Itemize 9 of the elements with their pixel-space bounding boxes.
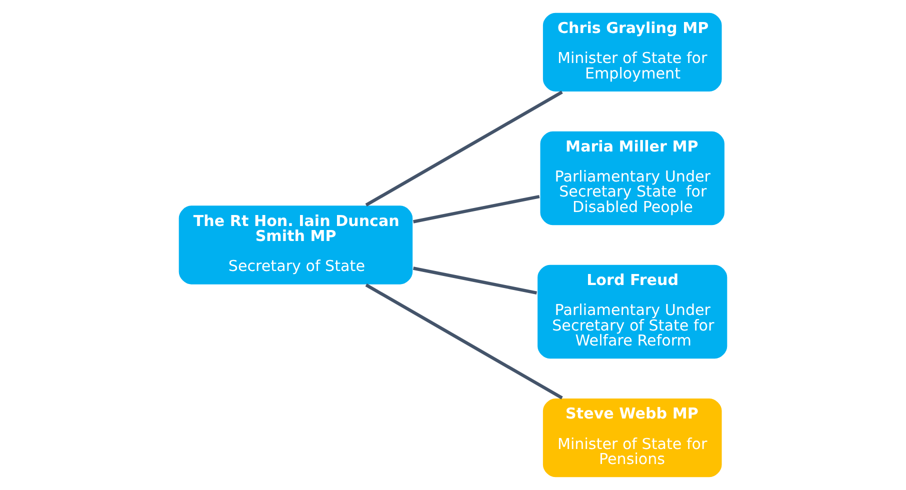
node-box: Steve Webb MP Minister of State for Pensions	[542, 397, 723, 478]
node-box: The Rt Hon. Iain Duncan Smith MP Secretary of State	[178, 204, 414, 286]
node-box: Chris Grayling MP Minister of State for Employment	[542, 12, 723, 93]
connector	[365, 284, 563, 400]
node-box: Maria Miller MP Parliamentary Under Secretary State for Disabled People	[539, 130, 726, 226]
connector	[365, 90, 563, 206]
node-box: Lord Freud Parliamentary Under Secretary of State for Welfare Reform	[536, 264, 728, 360]
connector	[413, 266, 538, 294]
connector	[413, 194, 540, 224]
